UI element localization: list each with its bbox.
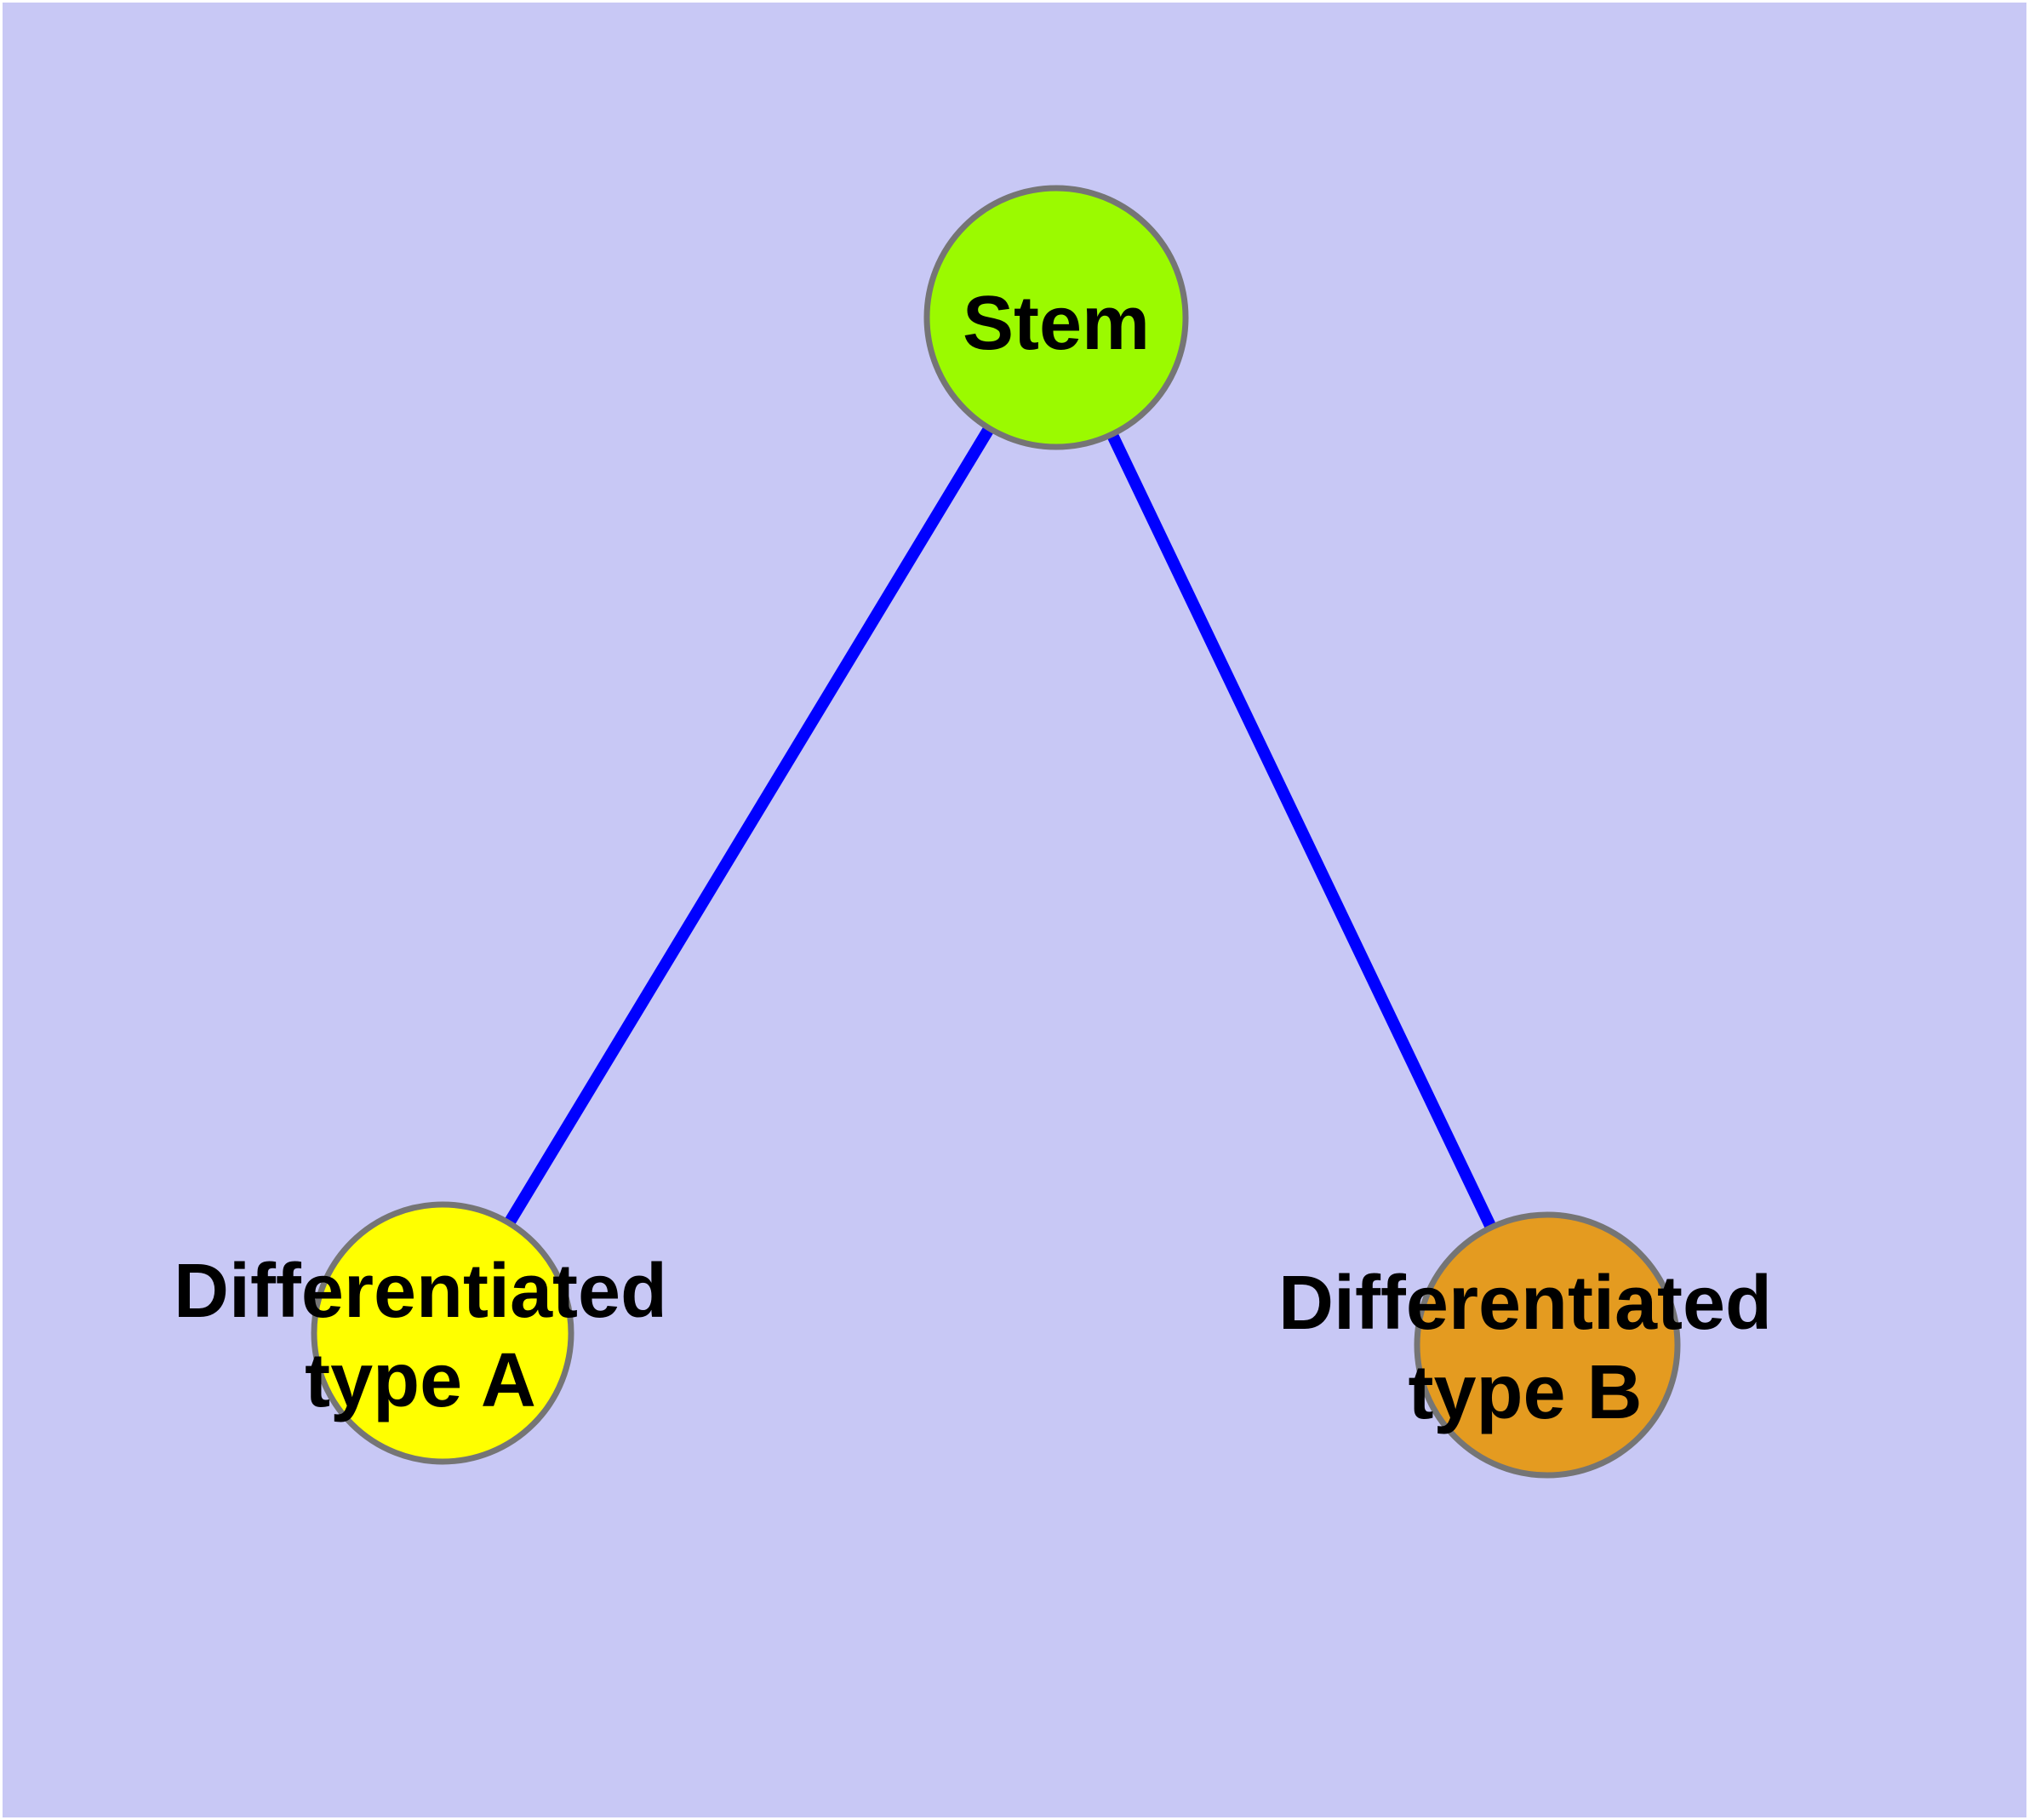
node-differentiated-type-a	[311, 1201, 574, 1465]
node-label-differentiated-type-b-line-1: Differentiated	[1278, 1261, 1772, 1346]
edge-stem-to-differentiated-type-a	[437, 314, 1061, 1336]
nodes-layer	[311, 185, 1681, 1479]
node-differentiated-type-b	[1414, 1211, 1681, 1479]
edge-stem-to-differentiated-type-b	[1050, 314, 1553, 1348]
node-label-differentiated-type-b-line-2: type B	[1408, 1350, 1642, 1435]
node-label-differentiated-type-a-line-1: Differentiated	[174, 1249, 667, 1334]
edges-layer	[437, 314, 1553, 1348]
node-label-stem-line-1: Stem	[963, 281, 1150, 366]
node-label-differentiated-type-a-line-2: type A	[305, 1338, 536, 1423]
node-stem	[923, 185, 1189, 450]
